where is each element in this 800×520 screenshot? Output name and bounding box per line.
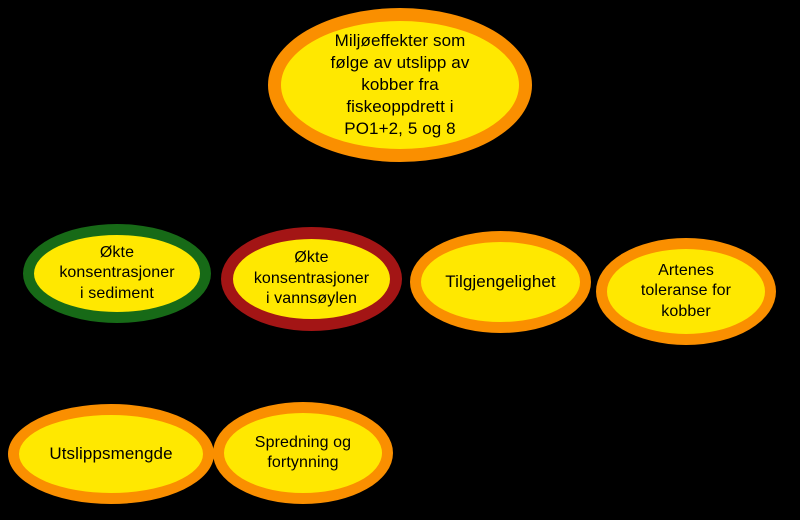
node-increased-concentrations-water-column-label: Økte konsentrasjoner i vannsøylen	[253, 249, 370, 308]
node-dispersion-dilution-label: Spredning og fortynning	[254, 433, 352, 471]
node-availability-label: Tilgjengelighet	[445, 272, 556, 292]
node-increased-concentrations-sediment: Økte konsentrasjoner i sediment	[23, 224, 211, 323]
node-discharge-amount: Utslippsmengde	[8, 404, 214, 504]
node-environmental-effects: Miljøeffekter som følge av utslipp av ko…	[268, 8, 532, 162]
node-dispersion-dilution: Spredning og fortynning	[213, 402, 393, 504]
node-increased-concentrations-water-column: Økte konsentrasjoner i vannsøylen	[221, 227, 402, 331]
node-increased-concentrations-sediment-label: Økte konsentrasjoner i sediment	[59, 243, 175, 302]
node-species-tolerance-label: Artenes toleranse for kobber	[640, 261, 732, 320]
node-environmental-effects-label: Miljøeffekter som følge av utslipp av ko…	[330, 30, 470, 139]
node-availability: Tilgjengelighet	[410, 231, 591, 333]
node-discharge-amount-label: Utslippsmengde	[49, 444, 173, 464]
node-species-tolerance: Artenes toleranse for kobber	[596, 238, 776, 345]
